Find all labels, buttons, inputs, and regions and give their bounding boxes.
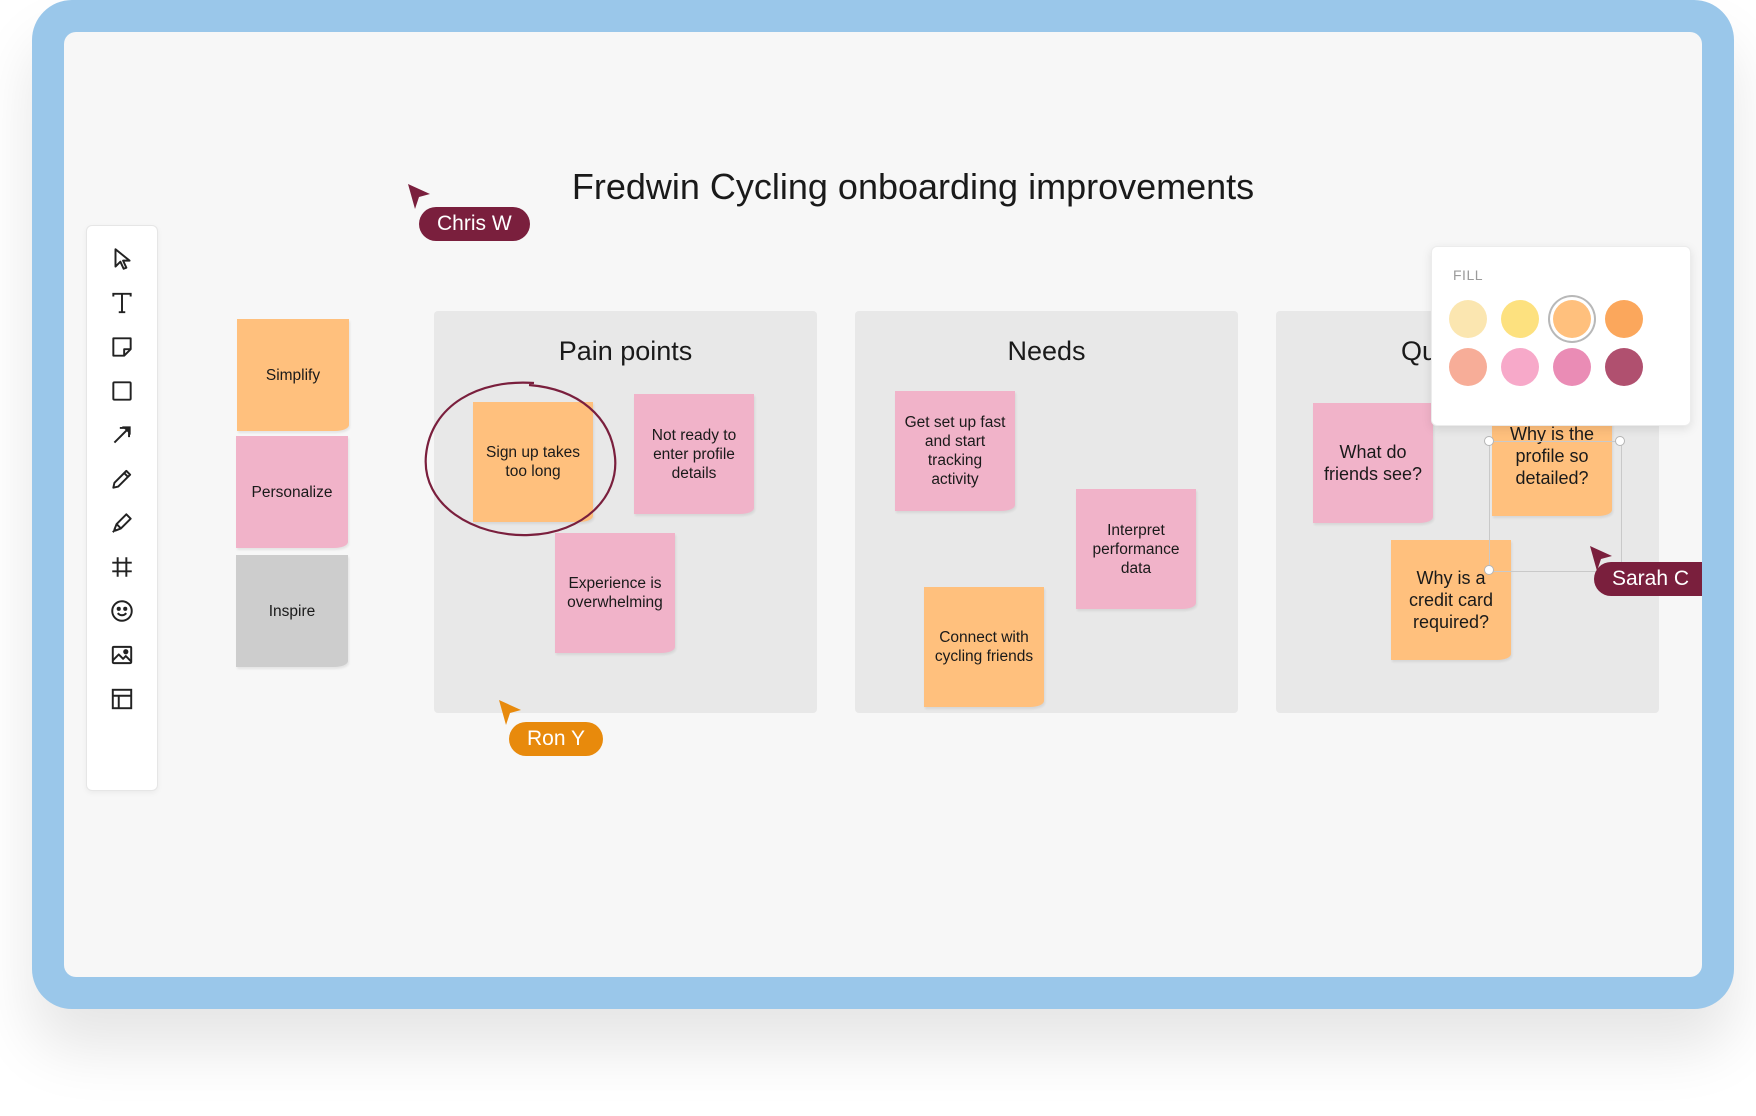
image-icon bbox=[111, 645, 133, 665]
sticky-sign-up[interactable]: Sign up takes too long bbox=[473, 402, 593, 522]
collaborator-label-sarah: Sarah C bbox=[1594, 562, 1702, 596]
column-title: Needs bbox=[1007, 336, 1086, 366]
fill-color-popup: FILL bbox=[1431, 246, 1691, 426]
sticky-get-set-up[interactable]: Get set up fast and start tracking activ… bbox=[895, 391, 1015, 511]
sticky-note-icon bbox=[112, 337, 132, 357]
pencil-icon bbox=[112, 469, 132, 489]
cursor-arrow-icon bbox=[499, 700, 521, 725]
collaborator-label-chris: Chris W bbox=[419, 207, 530, 241]
resize-handle[interactable] bbox=[1615, 436, 1625, 446]
collaborator-label-ron: Ron Y bbox=[509, 722, 603, 756]
sticky-not-ready[interactable]: Not ready to enter profile details bbox=[634, 394, 754, 514]
marker-icon bbox=[112, 513, 132, 533]
layout-icon bbox=[111, 688, 133, 710]
text-icon bbox=[112, 292, 132, 314]
column-title: Pain points bbox=[558, 336, 693, 366]
color-swatch[interactable] bbox=[1449, 348, 1487, 386]
cursor-arrow-icon bbox=[1590, 546, 1612, 571]
image-tool[interactable] bbox=[87, 637, 157, 673]
select-tool[interactable] bbox=[87, 241, 157, 277]
color-swatch[interactable] bbox=[1501, 348, 1539, 386]
text-tool[interactable] bbox=[87, 285, 157, 321]
shape-tool[interactable] bbox=[87, 373, 157, 409]
emoji-tool[interactable] bbox=[87, 593, 157, 629]
tool-palette bbox=[86, 225, 158, 791]
color-swatch[interactable] bbox=[1553, 300, 1591, 338]
color-swatch[interactable] bbox=[1553, 348, 1591, 386]
color-swatch[interactable] bbox=[1605, 348, 1643, 386]
sticky-interpret[interactable]: Interpret performance data bbox=[1076, 489, 1196, 609]
sticky-note-tool[interactable] bbox=[87, 329, 157, 365]
board-title: Fredwin Cycling onboarding improvements bbox=[571, 166, 1255, 207]
selection-box[interactable] bbox=[1489, 441, 1622, 572]
smiley-icon bbox=[111, 600, 133, 622]
cursor-arrow-icon bbox=[408, 184, 430, 209]
sticky-credit[interactable]: Why is a credit card required? bbox=[1391, 540, 1511, 660]
resize-handle[interactable] bbox=[1484, 436, 1494, 446]
square-icon bbox=[112, 381, 132, 401]
hash-frame-icon bbox=[112, 557, 132, 577]
color-swatch[interactable] bbox=[1605, 300, 1643, 338]
pointer-icon bbox=[114, 248, 131, 270]
sticky-experience[interactable]: Experience is overwhelming bbox=[555, 533, 675, 653]
highlighter-tool[interactable] bbox=[87, 505, 157, 541]
arrow-icon bbox=[113, 426, 131, 444]
frame-tool[interactable] bbox=[87, 549, 157, 585]
circle-annotation[interactable] bbox=[419, 377, 629, 547]
pen-tool[interactable] bbox=[87, 461, 157, 497]
whiteboard-canvas[interactable]: Fredwin Cycling onboarding improvements bbox=[64, 32, 1702, 977]
fill-label: FILL bbox=[1453, 267, 1484, 283]
resize-handle[interactable] bbox=[1484, 565, 1494, 575]
sticky-friends[interactable]: What do friends see? bbox=[1313, 403, 1433, 523]
color-swatch[interactable] bbox=[1501, 300, 1539, 338]
legend-sticky-personalize[interactable]: Personalize bbox=[236, 436, 348, 548]
legend-sticky-inspire[interactable]: Inspire bbox=[236, 555, 348, 667]
sticky-connect[interactable]: Connect with cycling friends bbox=[924, 587, 1044, 707]
template-tool[interactable] bbox=[87, 681, 157, 717]
color-swatch[interactable] bbox=[1449, 300, 1487, 338]
connector-tool[interactable] bbox=[87, 417, 157, 453]
legend-sticky-simplify[interactable]: Simplify bbox=[237, 319, 349, 431]
